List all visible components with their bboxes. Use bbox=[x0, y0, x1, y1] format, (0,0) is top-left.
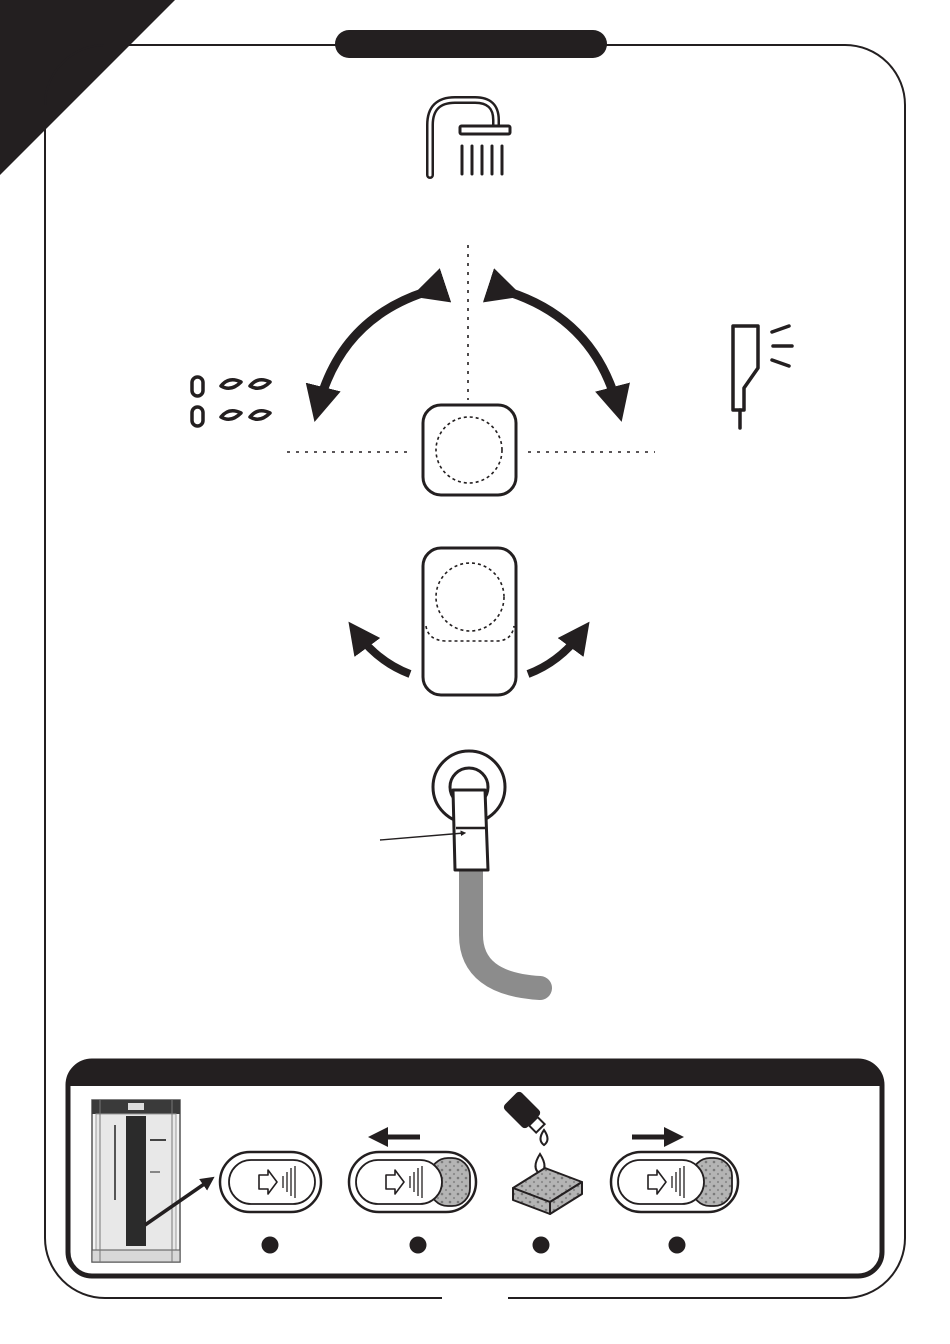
filter-slider-open-icon bbox=[349, 1152, 476, 1212]
arrow-to-hand-shower bbox=[509, 292, 618, 408]
hose-connector bbox=[453, 790, 488, 870]
pointer-arrow bbox=[380, 833, 464, 840]
filter-slider-close-icon bbox=[611, 1152, 738, 1212]
shower-head-icon bbox=[430, 100, 510, 175]
cleaning-panel-header bbox=[68, 1061, 882, 1086]
hand-shower-icon bbox=[733, 326, 792, 428]
filter-slider-icon bbox=[220, 1152, 321, 1212]
step-1-bullet bbox=[262, 1237, 279, 1254]
step-2-bullet bbox=[410, 1237, 427, 1254]
frame-bottom-gap bbox=[442, 1290, 508, 1304]
cleaning-panel bbox=[68, 1061, 882, 1276]
step-4-bullet bbox=[669, 1237, 686, 1254]
rotate-right-arrow-icon bbox=[528, 632, 582, 674]
mixer-knob-side bbox=[423, 548, 516, 695]
header-bar bbox=[335, 30, 607, 58]
step-3-bullet bbox=[533, 1237, 550, 1254]
corner-marker bbox=[0, 0, 175, 175]
rotate-left-arrow-icon bbox=[356, 632, 410, 674]
hose-icon bbox=[471, 868, 540, 988]
body-jets-icon bbox=[192, 377, 270, 426]
arrow-to-body-jets bbox=[318, 292, 425, 408]
shower-cabin-icon bbox=[92, 1100, 180, 1262]
